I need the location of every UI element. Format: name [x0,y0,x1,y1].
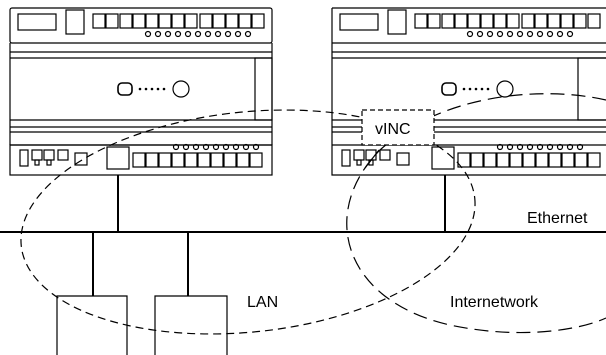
end-device-2 [154,295,228,355]
controller-left [9,7,273,176]
status-led-left [117,82,133,96]
internetwork-label: Internetwork [450,294,539,311]
ethernet-label: Ethernet [527,210,588,227]
controller-right [331,7,606,176]
terminal-row-top-left [92,13,265,29]
screw-row-bottom-right [496,143,584,151]
lan-label: LAN [247,294,278,311]
lan-boundary [20,109,476,335]
internetwork-boundary [346,93,606,334]
screw-row-top-right [466,30,574,38]
end-device-1 [56,295,128,355]
vinc-box [361,109,435,146]
indicator-dots-right [462,87,490,91]
terminal-row-bottom-left [132,152,263,168]
terminal-row-top-right [414,13,601,29]
button-left [172,80,190,98]
status-led-right [441,82,457,96]
slash-mark-icon [364,149,380,169]
vinc-label: vINC [375,121,411,138]
button-right [496,80,514,98]
indicator-dots-left [138,87,166,91]
terminal-row-bottom-right [457,152,601,168]
screw-row-top-left [144,30,252,38]
screw-row-bottom-left [172,143,260,151]
